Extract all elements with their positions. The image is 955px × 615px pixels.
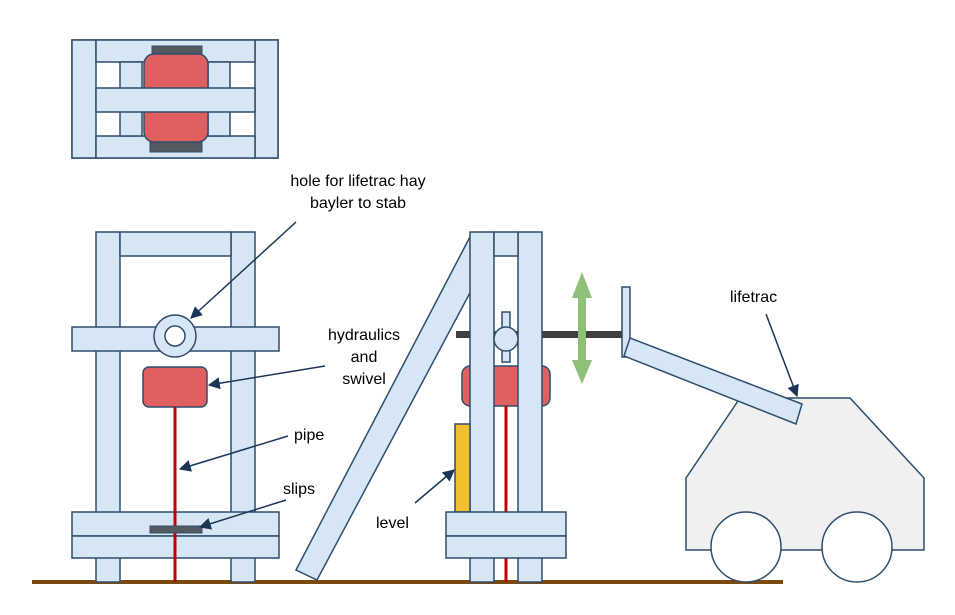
front-view xyxy=(71,231,280,583)
label-lifetrac: lifetrac xyxy=(730,289,777,306)
front-hydraulics-motor xyxy=(142,366,208,408)
label-pipe: pipe xyxy=(294,427,324,444)
labels: hole for lifetrac hay bayler to stab hyd… xyxy=(283,173,777,532)
leader-hole xyxy=(190,221,297,319)
side-view xyxy=(294,231,631,583)
leader-hydraulics xyxy=(207,365,326,390)
front-slips xyxy=(149,525,203,534)
label-hydraulics-line2: and xyxy=(351,349,378,366)
leader-lifetrac xyxy=(765,313,799,398)
label-level: level xyxy=(376,515,409,532)
lifetrac-arm xyxy=(623,337,803,425)
side-base-beam xyxy=(445,535,567,559)
rear-wheel xyxy=(821,511,893,583)
swivel xyxy=(493,326,519,352)
leader-lines xyxy=(178,221,799,530)
lifetrac-vehicle xyxy=(623,337,925,583)
front-wheel xyxy=(710,511,782,583)
top-view-right-rail xyxy=(254,39,279,159)
leader-slips xyxy=(198,499,287,530)
side-top-block xyxy=(493,231,519,257)
lift-direction-arrow xyxy=(572,272,592,384)
top-view-left-rail xyxy=(71,39,97,159)
leader-pipe xyxy=(178,435,289,472)
label-hole-line2: bayler to stab xyxy=(310,195,406,212)
label-hole-line1: hole for lifetrac hay xyxy=(290,173,425,190)
leader-level xyxy=(414,469,455,504)
label-hydraulics-line3: swivel xyxy=(342,371,386,388)
side-lower-beam xyxy=(445,511,567,537)
label-slips: slips xyxy=(283,481,315,498)
front-top-beam xyxy=(119,231,232,257)
stab-hole xyxy=(164,325,186,347)
top-view xyxy=(71,39,279,159)
level-tool xyxy=(454,423,471,513)
top-view-cross-beam xyxy=(95,87,256,113)
label-hydraulics-line1: hydraulics xyxy=(328,327,400,344)
